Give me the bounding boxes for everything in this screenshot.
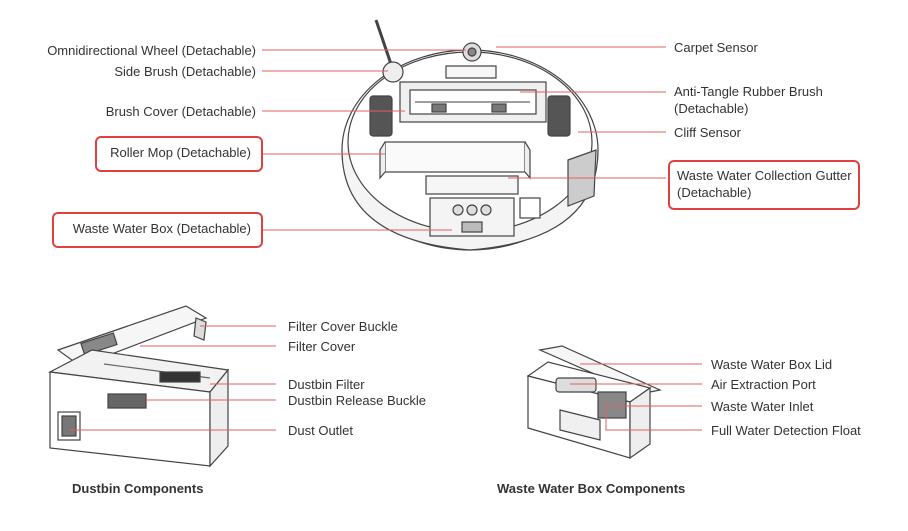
label-filter-cover: Filter Cover [288,339,356,354]
label-dustbin-filter: Dustbin Filter [288,377,365,392]
label-anti-tangle-detachable: (Detachable) [674,101,749,116]
label-waste-water-box-lid: Waste Water Box Lid [711,357,833,372]
label-anti-tangle-rubber-brush: Anti-Tangle Rubber Brush [674,84,823,99]
caption-dustbin-components: Dustbin Components [72,481,204,496]
caption-waste-water-box-components: Waste Water Box Components [497,481,686,496]
label-omnidirectional-wheel: Omnidirectional Wheel (Detachable) [47,43,256,58]
label-waste-water-collection-gutter: Waste Water Collection Gutter [677,168,852,183]
label-roller-mop-highlighted: Roller Mop (Detachable) [95,136,263,172]
label-side-brush: Side Brush (Detachable) [114,64,256,79]
dustbin-illustration [48,305,230,468]
label-brush-cover: Brush Cover (Detachable) [105,104,256,119]
label-full-water-detection-float: Full Water Detection Float [711,423,861,438]
label-waste-water-gutter-highlighted: Waste Water Collection Gutter (Detachabl… [668,160,860,210]
dustbin-leader-lines [70,325,276,431]
label-air-extraction-port: Air Extraction Port [711,377,816,392]
robot-vacuum-illustration [341,19,599,251]
label-dustbin-release-buckle: Dustbin Release Buckle [288,393,427,408]
wastebox-leader-lines [570,363,702,431]
label-gutter-detachable: (Detachable) [677,185,752,200]
label-carpet-sensor: Carpet Sensor [674,40,758,55]
robot-leader-lines [262,46,666,231]
label-waste-water-inlet: Waste Water Inlet [711,399,814,414]
label-waste-water-box-highlighted: Waste Water Box (Detachable) [52,212,263,248]
label-dust-outlet: Dust Outlet [288,423,354,438]
label-cliff-sensor: Cliff Sensor [674,125,741,140]
waste-water-box-illustration [526,345,662,460]
label-filter-cover-buckle: Filter Cover Buckle [288,319,398,334]
